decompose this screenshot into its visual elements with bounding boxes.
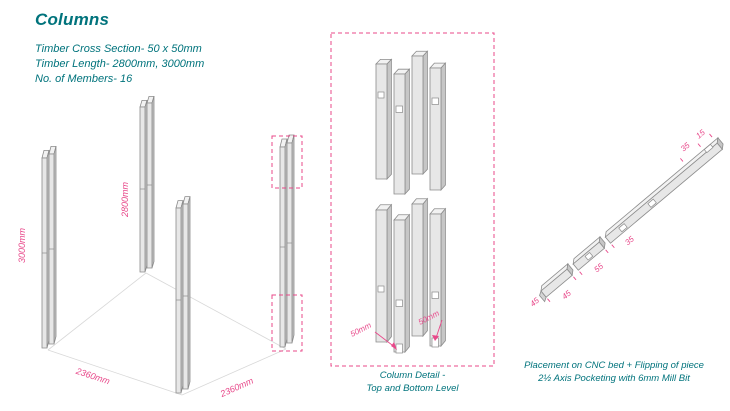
leader-line-right [435,319,443,339]
column-3000-left [41,145,57,349]
beam-segment-1 [540,262,574,298]
cnc-caption: Placement on CNC bed + Flipping of piece… [498,359,730,385]
arrowhead-right [432,335,439,341]
dim-45-end: 45 [528,296,541,309]
detail-caption-line2: Top and Bottom Level [366,383,459,394]
dim-50mm-left: 50mm [349,321,373,339]
column-front [175,195,191,394]
pocket-hole [395,299,403,307]
top-notch [703,143,714,154]
dim-55: 55 [592,261,605,274]
detail-panel-border [330,32,495,367]
timber-column [286,134,295,344]
pocket-hole [584,252,594,261]
dim-15-top: 15 [694,128,707,141]
floor-plan-lines [47,272,287,396]
beam-segment-2 [572,235,606,271]
timber-column [146,95,155,269]
beam-segment-3 [604,136,724,244]
timber-column [393,214,410,353]
spec-members: No. of Members- 16 [35,73,133,85]
pocket-hole [377,285,385,293]
top-detail-callout-box [271,135,303,189]
pocket-hole [647,198,657,208]
dim-2360mm-left: 2360mm [74,366,112,387]
beam-bottom-dims: 45 45 55 35 [528,234,636,309]
column-right-highlighted [271,134,303,352]
cnc-caption-line1: Placement on CNC bed + Flipping of piece [524,360,704,371]
column-2800-back [139,95,155,273]
timber-column [411,50,428,175]
timber-column [175,199,184,394]
pocket-hole [431,97,439,105]
detail-caption-line1: Column Detail - [379,370,446,381]
header: Columns Timber Cross Section- 50 x 50mm … [35,10,204,87]
timber-column [429,62,446,191]
column-cluster-top-detail [375,50,446,195]
dim-35-top: 35 [679,140,692,153]
timber-column [41,149,50,349]
dim-45: 45 [560,288,573,301]
dim-3000mm: 3000mm [17,227,27,263]
timber-column [393,68,410,195]
cnc-caption-line2: 2½ Axis Pocketing with 6mm Mill Bit [538,373,690,384]
timber-column [279,138,288,348]
dim-35-bottom: 35 [623,234,636,247]
base-notch [395,343,403,354]
page-title: Columns [35,10,110,29]
pocket-hole [395,105,403,113]
cnc-beam: 45 45 55 35 35 15 [528,128,724,309]
timber-column [182,195,191,390]
spec-cross-section: Timber Cross Section- 50 x 50mm [35,43,202,55]
timber-column [375,58,392,180]
pocket-hole [618,223,628,233]
detail-caption: Column Detail - Top and Bottom Level [331,369,494,395]
bottom-detail-callout-box [271,294,303,352]
dim-2360mm-right: 2360mm [218,375,255,399]
pocket-hole [431,291,439,299]
arrowhead-left [391,342,397,350]
timber-column [429,208,446,347]
timber-column [48,145,57,345]
spec-length: Timber Length- 2800mm, 3000mm [35,58,205,70]
dim-2800mm: 2800mm [120,181,130,218]
timber-column [375,204,392,343]
pocket-hole [377,91,385,99]
timber-column [139,99,148,273]
column-cluster-bottom-detail [375,198,446,354]
